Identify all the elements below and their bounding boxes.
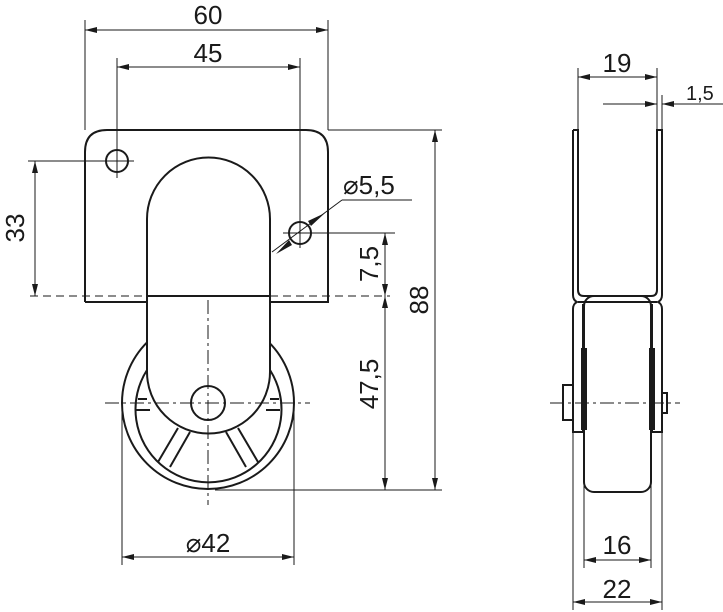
dim-overall-width-22: 22 [603, 574, 632, 604]
dim-hole-diameter: ⌀5,5 [343, 170, 395, 200]
side-wheel [583, 295, 652, 493]
dim-thickness-1-5: 1,5 [686, 83, 714, 105]
dim-axle-height-47-5: 47,5 [354, 359, 384, 410]
wheel-spokes [136, 398, 280, 468]
dim-vertical-33: 33 [0, 214, 30, 243]
bracket [572, 129, 663, 433]
dim-width-60: 60 [194, 0, 223, 30]
front-view: 60 45 33 ⌀5,5 7,5 47,5 88 ⌀42 [0, 0, 442, 565]
dim-hole-edge-7-5: 7,5 [354, 246, 384, 282]
side-view: 19 1,5 16 22 [550, 48, 723, 610]
dim-hole-spacing-45: 45 [194, 38, 223, 68]
mounting-plate [84, 129, 329, 303]
dim-wheel-width-16: 16 [603, 530, 632, 560]
dim-total-height-88: 88 [404, 286, 434, 315]
dim-bracket-width-19: 19 [603, 48, 632, 78]
dim-wheel-diameter: ⌀42 [186, 528, 231, 558]
